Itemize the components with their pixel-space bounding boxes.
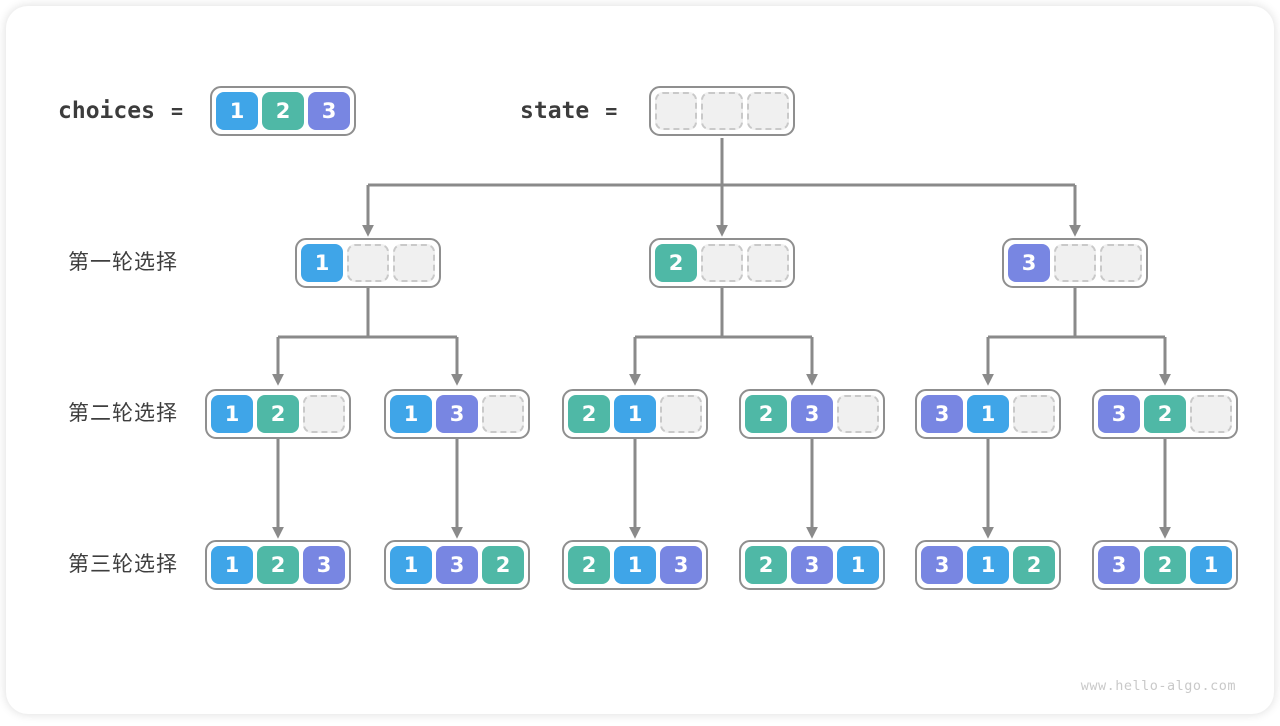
value-cell: 1: [216, 92, 258, 130]
value-cell: 2: [482, 546, 524, 584]
empty-slot: [1013, 395, 1055, 433]
value-cell: 1: [614, 395, 656, 433]
value-cell: 3: [308, 92, 350, 130]
state-equals-sign: =: [605, 99, 618, 123]
value-cell: 2: [745, 395, 787, 433]
empty-slot: [1100, 244, 1142, 282]
value-cell: 1: [967, 546, 1009, 584]
value-cell: 2: [568, 546, 610, 584]
watermark: www.hello-algo.com: [1080, 678, 1236, 694]
value-cell: 2: [257, 546, 299, 584]
empty-slot: [837, 395, 879, 433]
value-cell: 3: [660, 546, 702, 584]
value-cell: 3: [436, 546, 478, 584]
round1-label: 第一轮选择: [68, 251, 178, 274]
value-cell: 2: [655, 244, 697, 282]
choices-equals-sign: =: [170, 99, 183, 123]
value-cell: 3: [1008, 244, 1050, 282]
choices-label: choices: [58, 98, 155, 124]
value-cell: 2: [1144, 395, 1186, 433]
value-cell: 3: [791, 546, 833, 584]
value-cell: 1: [1190, 546, 1232, 584]
state-box: [649, 86, 795, 136]
value-cell: 1: [301, 244, 343, 282]
value-cell: 1: [390, 395, 432, 433]
value-cell: 1: [211, 546, 253, 584]
node-round1-2: 2: [649, 238, 795, 288]
round3-label: 第三轮选择: [68, 553, 178, 576]
value-cell: 1: [211, 395, 253, 433]
empty-slot: [482, 395, 524, 433]
node-round1-1: 1: [295, 238, 441, 288]
empty-slot: [701, 244, 743, 282]
state-label: state: [520, 98, 590, 124]
empty-slot: [1054, 244, 1096, 282]
value-cell: 3: [303, 546, 345, 584]
value-cell: 3: [791, 395, 833, 433]
value-cell: 2: [1144, 546, 1186, 584]
value-cell: 1: [614, 546, 656, 584]
empty-slot: [655, 92, 697, 130]
empty-slot: [701, 92, 743, 130]
value-cell: 1: [837, 546, 879, 584]
value-cell: 3: [1098, 395, 1140, 433]
value-cell: 1: [967, 395, 1009, 433]
value-cell: 2: [262, 92, 304, 130]
empty-slot: [303, 395, 345, 433]
choices-label-group: choices =: [58, 86, 183, 136]
empty-slot: [1190, 395, 1232, 433]
value-cell: 1: [390, 546, 432, 584]
value-cell: 2: [257, 395, 299, 433]
value-cell: 2: [568, 395, 610, 433]
value-cell: 3: [921, 546, 963, 584]
value-cell: 2: [1013, 546, 1055, 584]
value-cell: 3: [1098, 546, 1140, 584]
empty-slot: [747, 92, 789, 130]
round2-label: 第二轮选择: [68, 402, 178, 425]
value-cell: 3: [436, 395, 478, 433]
empty-slot: [393, 244, 435, 282]
node-round1-3: 3: [1002, 238, 1148, 288]
state-label-group: state =: [520, 86, 617, 136]
connector-arrows: [272, 138, 1171, 539]
empty-slot: [347, 244, 389, 282]
value-cell: 2: [745, 546, 787, 584]
value-cell: 3: [921, 395, 963, 433]
empty-slot: [747, 244, 789, 282]
empty-slot: [660, 395, 702, 433]
